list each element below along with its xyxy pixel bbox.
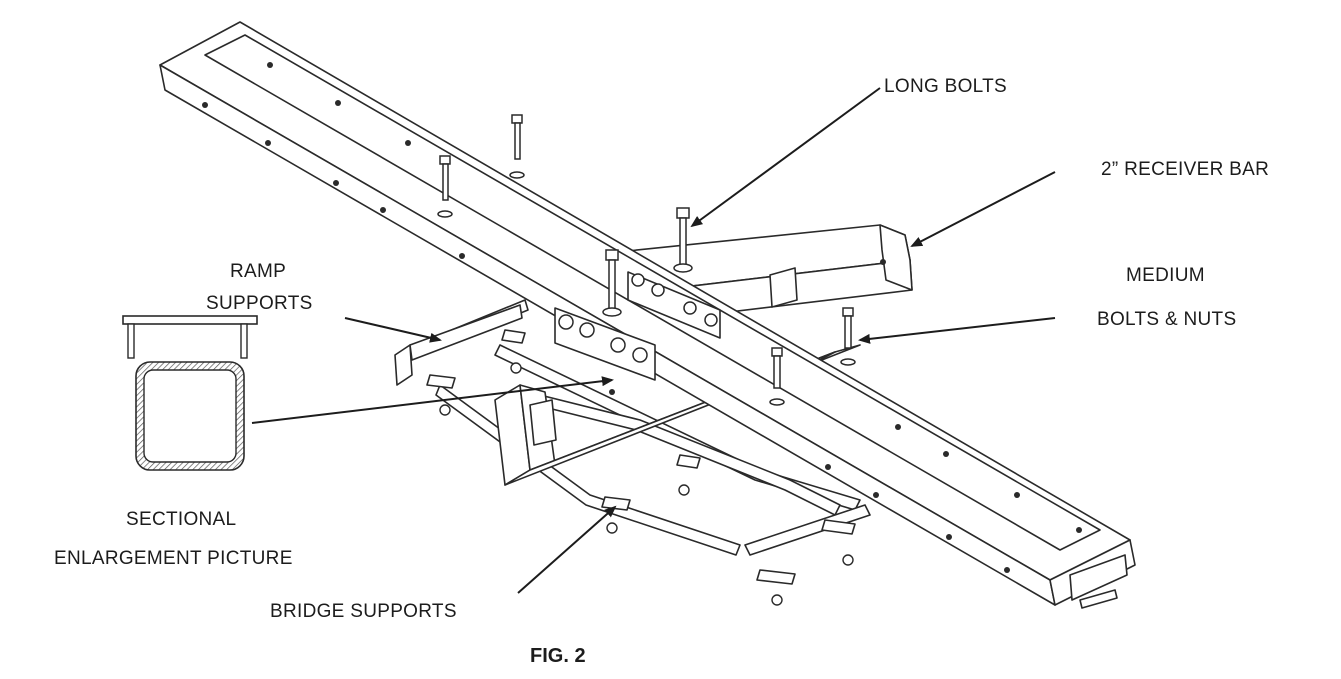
sectional-enlargement (122, 315, 258, 471)
tray-holes (202, 62, 1082, 573)
label-ramp-supports-line1: RAMP (230, 261, 287, 282)
clamp-plates (554, 271, 721, 381)
label-sectional-line2: ENLARGEMENT PICTURE (54, 548, 293, 569)
leader-arrows (251, 87, 1056, 594)
label-ramp-supports-line2: SUPPORTS (206, 293, 313, 314)
label-sectional-line1: SECTIONAL (126, 509, 237, 530)
label-bridge-supports: BRIDGE SUPPORTS (270, 601, 457, 622)
label-receiver-bar: 2” RECEIVER BAR (1101, 159, 1270, 180)
label-medium-bolts-line2: BOLTS & NUTS (1097, 309, 1237, 330)
nuts (439, 362, 854, 606)
label-long-bolts: LONG BOLTS (884, 76, 1008, 97)
figure-caption: FIG. 2 (530, 645, 586, 667)
ramp-support (394, 304, 523, 386)
bolts (437, 114, 856, 406)
label-medium-bolts-line1: MEDIUM (1126, 265, 1205, 286)
